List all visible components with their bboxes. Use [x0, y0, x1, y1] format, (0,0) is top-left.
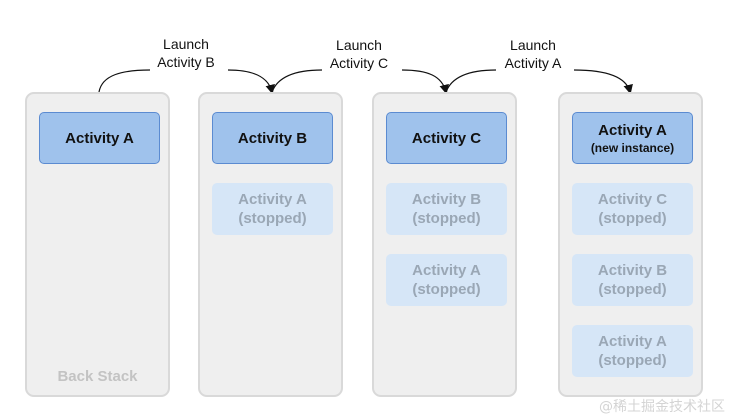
activity-card-stopped: Activity A (stopped)	[386, 254, 507, 306]
connector-arrow-2-head	[401, 69, 449, 95]
transition-label-line: Launch	[336, 37, 382, 53]
transition-label-line: Activity A	[504, 55, 562, 71]
activity-card-stopped: Activity A (stopped)	[572, 325, 693, 377]
activity-card-status: (stopped)	[412, 210, 481, 227]
connector-arrow-3-head	[573, 69, 633, 95]
back-stack-2: Activity B Activity A (stopped)	[198, 92, 343, 397]
transition-label-launch-b: Launch Activity B	[126, 35, 246, 71]
activity-card-title: Activity C	[411, 129, 482, 147]
activity-card-title: Activity A	[238, 191, 307, 208]
back-stack-3: Activity C Activity B (stopped) Activity…	[372, 92, 517, 397]
activity-card-active: Activity A (new instance)	[572, 112, 693, 164]
transition-label-line: Activity B	[157, 54, 215, 70]
watermark: @稀土掘金技术社区	[599, 399, 725, 415]
connector-arrow-1	[98, 69, 151, 93]
transition-label-launch-c: Launch Activity C	[299, 36, 419, 72]
back-stack-1: Activity A Back Stack	[25, 92, 170, 397]
activity-card-title: Activity C	[597, 191, 668, 208]
transition-label-line: Activity C	[329, 55, 389, 71]
connector-arrow-3	[445, 69, 497, 93]
transition-label-line: Launch	[163, 36, 209, 52]
activity-card-stopped: Activity B (stopped)	[572, 254, 693, 306]
activity-card-active: Activity B	[212, 112, 333, 164]
activity-card-status: (stopped)	[412, 281, 481, 298]
activity-card-title: Activity A	[412, 262, 481, 279]
activity-card-title: Activity B	[597, 262, 668, 279]
activity-card-status: (stopped)	[598, 352, 667, 369]
activity-card-status: (stopped)	[598, 281, 667, 298]
activity-card-status: (stopped)	[598, 210, 667, 227]
activity-card-title: Activity A	[598, 121, 667, 139]
activity-card-title: Activity A	[598, 333, 667, 350]
activity-card-active: Activity C	[386, 112, 507, 164]
activity-card-status: (stopped)	[238, 210, 307, 227]
back-stack-label: Back Stack	[57, 368, 138, 385]
activity-card-stopped: Activity B (stopped)	[386, 183, 507, 235]
activity-card-title: Activity B	[237, 129, 308, 147]
back-stack-4: Activity A (new instance) Activity C (st…	[558, 92, 703, 397]
activity-card-title: Activity A	[65, 129, 134, 147]
activity-card-status: (new instance)	[590, 140, 675, 155]
connector-arrow-2	[271, 69, 323, 93]
transition-label-line: Launch	[510, 37, 556, 53]
activity-card-active: Activity A	[39, 112, 160, 164]
activity-card-stopped: Activity C (stopped)	[572, 183, 693, 235]
transition-label-launch-a: Launch Activity A	[473, 36, 593, 72]
connector-arrow-1-head	[227, 69, 275, 95]
activity-card-stopped: Activity A (stopped)	[212, 183, 333, 235]
activity-card-title: Activity B	[411, 191, 482, 208]
